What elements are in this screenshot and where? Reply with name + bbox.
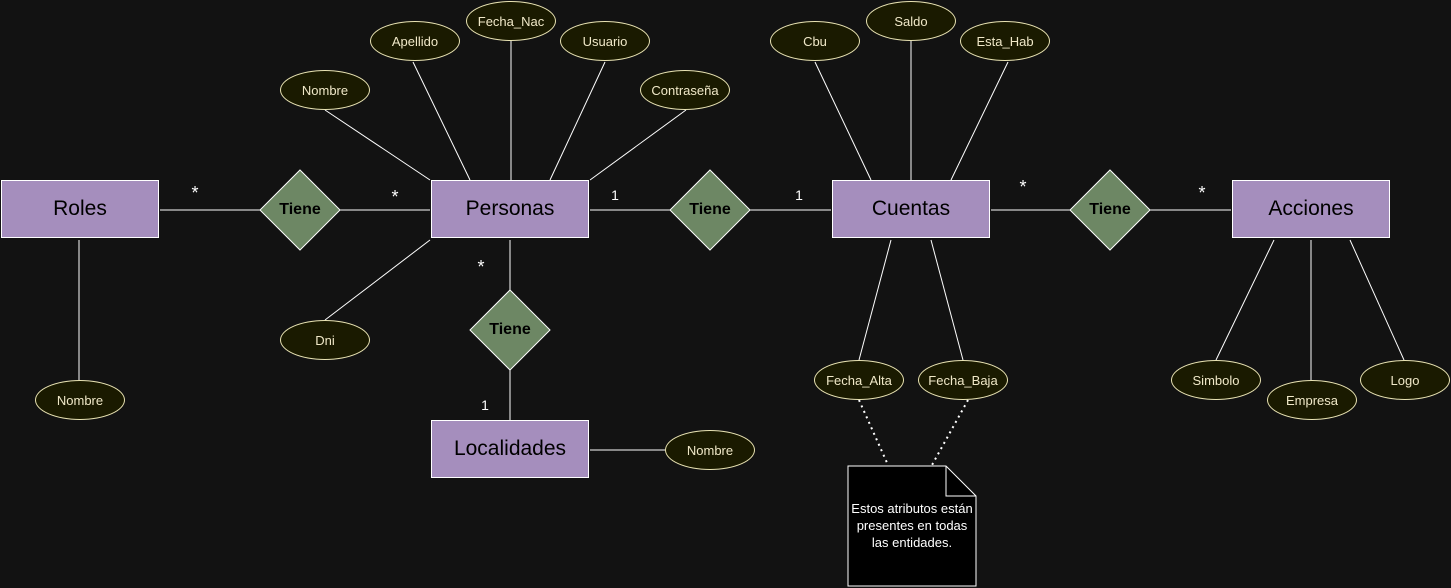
attribute-acciones-empresa[interactable]: Empresa [1267,380,1357,420]
connector-personas-nombre [324,109,431,181]
entity-roles[interactable]: Roles [1,180,159,238]
cardinality-personas-localidades-side: * [477,257,485,277]
relationship-label-cuentas-acciones: Tiene [1089,201,1131,218]
relationship-label-roles-personas: Tiene [279,201,321,218]
relationship-diamond-cuentas-acciones[interactable] [1069,169,1151,251]
relationship-diamond-roles-personas[interactable] [259,169,341,251]
connector-cuentas-esta-hab [950,61,1009,181]
connector-acciones-simbolo [1215,239,1275,361]
entity-cuentas[interactable]: Cuentas [832,180,990,238]
entity-localidades[interactable]: Localidades [431,420,589,478]
note-text: Estos atributos están presentes en todas… [851,501,973,550]
attribute-cuentas-cbu[interactable]: Cbu [770,21,860,61]
connector-acciones-logo [1349,239,1405,361]
attribute-localidades-nombre[interactable]: Nombre [665,430,755,470]
cardinality-cuentas-personas-side: 1 [795,187,803,203]
attribute-personas-apellido[interactable]: Apellido [370,21,460,61]
cardinality-cuentas-acciones-side: * [1019,177,1027,197]
attribute-acciones-logo[interactable]: Logo [1360,360,1450,400]
cardinality-roles-side: * [191,183,199,203]
relationship-label-personas-localidades: Tiene [489,321,531,338]
connector-personas-usuario [549,61,606,181]
note-connector-fecha-alta [858,399,889,466]
attribute-roles-nombre[interactable]: Nombre [35,380,125,420]
attribute-personas-nombre[interactable]: Nombre [280,70,370,110]
attribute-acciones-simbolo[interactable]: Simbolo [1171,360,1261,400]
entity-cuentas-label: Cuentas [871,197,951,220]
attribute-cuentas-esta-hab[interactable]: Esta_Hab [960,21,1050,61]
relationship-diamond-personas-localidades[interactable] [469,289,551,371]
attribute-personas-usuario[interactable]: Usuario [560,21,650,61]
entity-acciones[interactable]: Acciones [1232,180,1390,238]
cardinality-personas-roles-side: * [391,187,399,207]
entity-personas[interactable]: Personas [431,180,589,238]
attribute-personas-fecha-nac[interactable]: Fecha_Nac [466,1,556,41]
connector-cuentas-fecha-baja [930,239,964,361]
connector-cuentas-cbu [814,61,872,181]
attribute-cuentas-saldo[interactable]: Saldo [866,1,956,41]
relationship-label-personas-cuentas: Tiene [689,201,731,218]
entity-roles-label: Roles [53,197,107,220]
entity-acciones-label: Acciones [1268,197,1354,220]
note-shape[interactable] [847,465,977,587]
connector-personas-contrasena [589,109,687,181]
note-connector-fecha-baja [931,399,969,466]
attribute-personas-dni[interactable]: Dni [280,320,370,360]
cardinality-localidades-side: 1 [481,397,489,413]
attribute-personas-contrasena[interactable]: Contraseña [640,70,730,110]
connector-personas-apellido [412,61,471,181]
attribute-cuentas-fecha-alta[interactable]: Fecha_Alta [814,360,904,400]
cardinality-personas-cuentas-side: 1 [611,187,619,203]
connector-personas-dni [324,239,431,321]
note-fold [945,466,976,497]
entity-localidades-label: Localidades [453,437,567,460]
connector-cuentas-fecha-alta [858,239,892,361]
relationship-diamond-personas-cuentas[interactable] [669,169,751,251]
entity-personas-label: Personas [465,197,555,220]
cardinality-acciones-side: * [1198,183,1206,203]
attribute-cuentas-fecha-baja[interactable]: Fecha_Baja [918,360,1008,400]
